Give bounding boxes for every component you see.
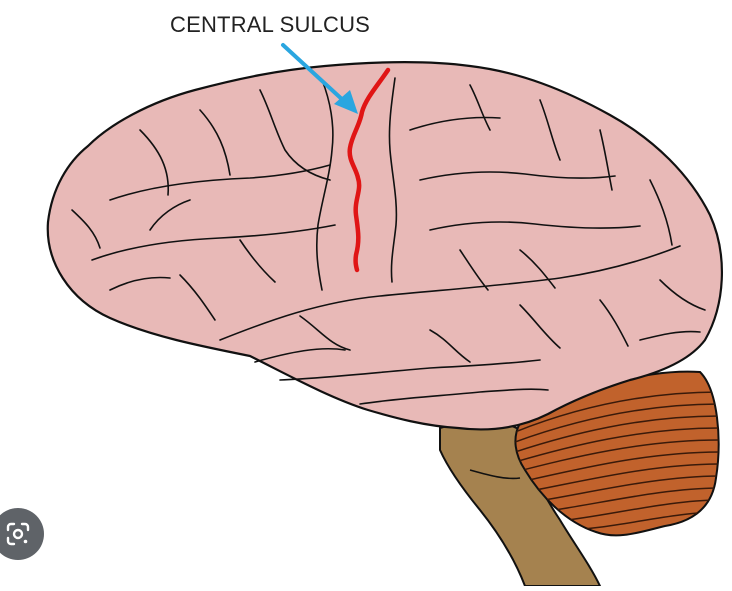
central-sulcus-label: CENTRAL SULCUS xyxy=(170,12,371,37)
label-arrow xyxy=(281,43,358,114)
google-lens-button[interactable] xyxy=(0,508,44,560)
brainstem xyxy=(439,420,602,587)
cerebrum-sulci xyxy=(71,77,706,405)
cerebrum xyxy=(46,61,723,431)
brainstem-contour xyxy=(469,469,521,480)
central-sulcus xyxy=(347,67,391,273)
google-lens-icon xyxy=(6,522,30,546)
